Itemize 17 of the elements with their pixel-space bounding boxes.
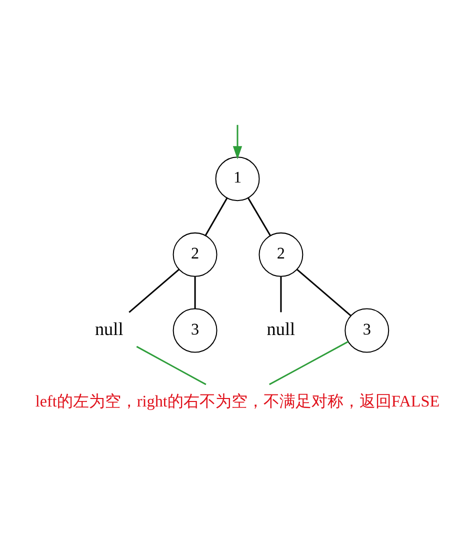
node-circle: 1 <box>214 156 260 201</box>
connector <box>194 276 196 308</box>
connector <box>247 197 270 236</box>
connector <box>296 268 351 316</box>
connector <box>204 197 228 236</box>
arrow <box>232 124 242 159</box>
node-circle: 3 <box>344 308 389 352</box>
connector <box>268 340 348 385</box>
connector <box>136 345 206 385</box>
node-text: null <box>266 318 295 338</box>
node-circle: 2 <box>258 232 303 276</box>
node-circle: 3 <box>172 308 217 352</box>
connector <box>128 268 179 312</box>
node-text: left的左为空，right的右不为空，不满足对称，返回FALSE <box>34 393 440 410</box>
node-text: null <box>94 318 123 338</box>
connector <box>280 276 282 312</box>
node-circle: 2 <box>172 232 217 276</box>
